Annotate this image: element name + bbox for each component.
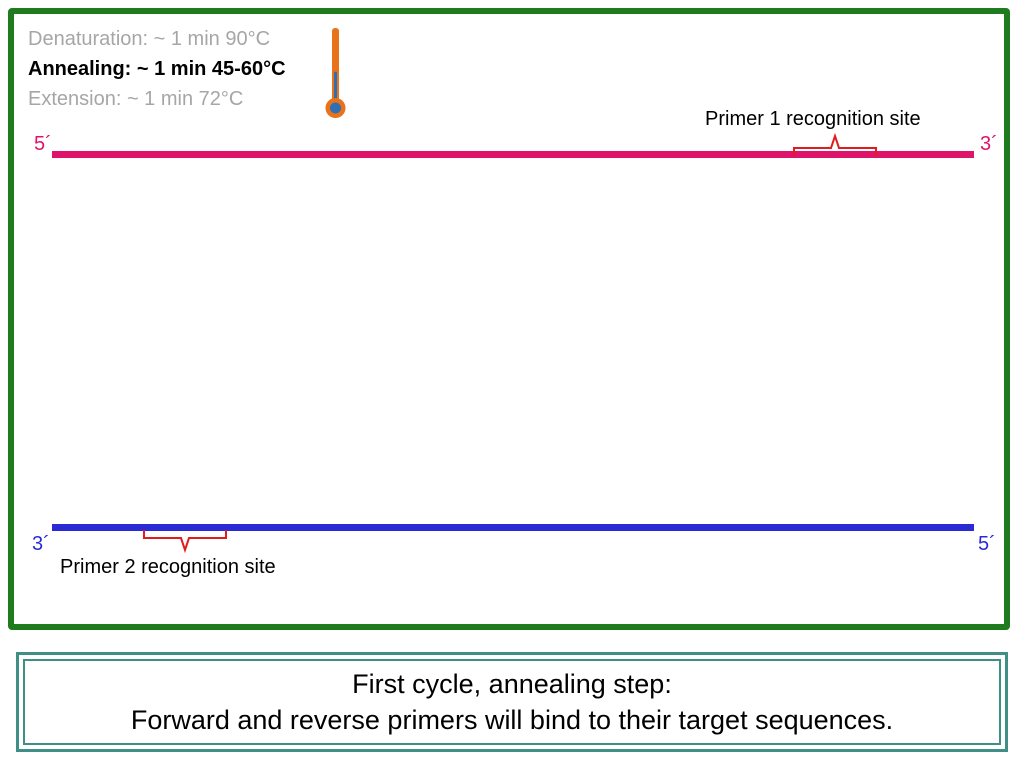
primer2-site-brace xyxy=(143,530,227,554)
thermometer-icon xyxy=(325,28,346,118)
top-strand-3prime-label: 3´ xyxy=(980,133,998,155)
primer1-site-label: Primer 1 recognition site xyxy=(705,108,921,130)
top-dna-strand xyxy=(52,151,974,158)
thermometer-mercury xyxy=(334,71,337,106)
step-denaturation: Denaturation: ~ 1 min 90°C xyxy=(28,28,271,50)
bottom-dna-strand xyxy=(52,524,974,531)
primer1-site-brace xyxy=(793,132,877,156)
thermometer-bulb-core xyxy=(330,102,341,114)
primer2-site-label: Primer 2 recognition site xyxy=(60,556,276,578)
step-annealing: Annealing: ~ 1 min 45-60°C xyxy=(28,58,286,80)
thermometer-tube xyxy=(332,28,339,102)
bottom-strand-5prime-label: 5´ xyxy=(978,533,996,555)
step-extension: Extension: ~ 1 min 72°C xyxy=(28,88,244,110)
cycle-steps: Denaturation: ~ 1 min 90°C Annealing: ~ … xyxy=(28,24,286,114)
caption-inner: First cycle, annealing step: Forward and… xyxy=(23,659,1001,745)
caption-box: First cycle, annealing step: Forward and… xyxy=(16,652,1008,752)
caption-title: First cycle, annealing step: xyxy=(352,669,672,699)
top-strand-5prime-label: 5´ xyxy=(34,133,52,155)
bottom-strand-3prime-label: 3´ xyxy=(32,533,50,555)
caption-description: Forward and reverse primers will bind to… xyxy=(130,705,894,735)
